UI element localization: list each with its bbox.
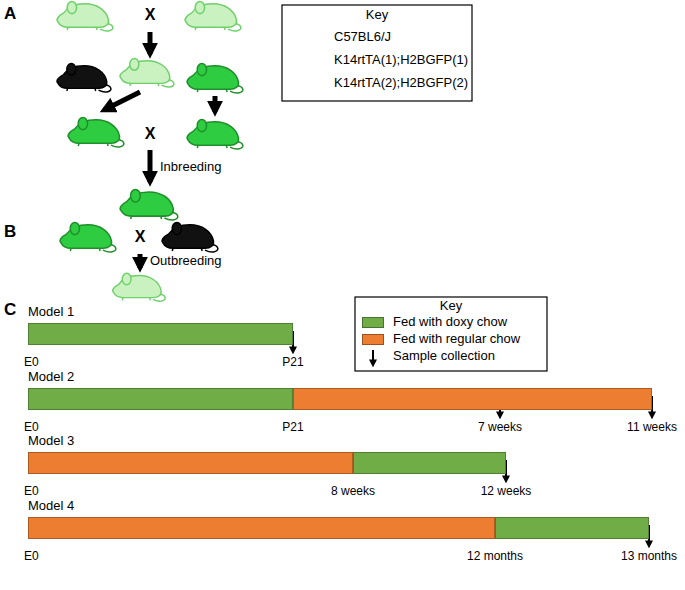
time-label: 12 months — [467, 550, 523, 564]
mouse-icon — [120, 189, 178, 220]
model-heading: Model 3 — [28, 434, 74, 449]
time-label: P21 — [282, 421, 303, 435]
breeding-label: Outbreeding — [150, 254, 222, 269]
model-heading: Model 4 — [28, 499, 74, 514]
time-label: 13 months — [621, 550, 677, 564]
key-title: Key — [366, 8, 388, 23]
bar-segment — [28, 452, 353, 474]
legend-swatch — [362, 334, 384, 345]
time-label: E0 — [24, 485, 39, 499]
time-label: E0 — [24, 550, 39, 564]
timeline-bar: Model 4 — [28, 517, 649, 539]
breeding-arrow — [148, 150, 153, 182]
key-title: Key — [440, 299, 462, 314]
time-label: 11 weeks — [627, 421, 677, 435]
time-label: 7 weeks — [478, 421, 522, 435]
timeline-bar: Model 2 — [28, 388, 652, 410]
mouse-icon — [120, 58, 174, 87]
key-box — [282, 5, 472, 101]
mouse-icon — [187, 63, 243, 93]
mouse-icon — [68, 117, 124, 147]
key-box — [355, 297, 547, 371]
legend-swatch — [362, 317, 384, 328]
bar-segment — [495, 517, 649, 539]
mouse-icon — [60, 222, 116, 252]
bar-segment — [353, 452, 506, 474]
time-label: 8 weeks — [331, 485, 375, 499]
model-heading: Model 1 — [28, 305, 74, 320]
mouse-icon — [162, 222, 218, 252]
bar-segment — [28, 323, 293, 345]
panel-letter: C — [4, 300, 16, 320]
time-label: E0 — [24, 421, 39, 435]
mouse-icon — [57, 1, 113, 31]
timeline-bar: Model 1 — [28, 323, 293, 345]
panel-letter: B — [4, 222, 16, 242]
time-label: E0 — [24, 356, 39, 370]
model-heading: Model 2 — [28, 370, 74, 385]
time-label: 12 weeks — [481, 485, 532, 499]
bar-segment — [28, 517, 495, 539]
breeding-arrow — [104, 92, 140, 110]
breeding-label: Inbreeding — [160, 160, 221, 175]
timeline-bar: Model 3 — [28, 452, 506, 474]
mouse-icon — [187, 119, 243, 149]
cross-symbol: X — [145, 6, 156, 24]
sample-arrows — [293, 331, 652, 546]
mouse-icon — [113, 273, 165, 301]
panel-letter: A — [4, 4, 16, 24]
breeding-arrow — [138, 254, 143, 268]
breeding-arrow — [148, 32, 153, 54]
legend-text: Fed with doxy chow — [393, 315, 507, 330]
bar-segment — [293, 388, 652, 410]
breeding-arrows — [104, 32, 215, 268]
key-arrow-sample — [372, 350, 374, 365]
legend-text: K14rtTA(2);H2BGFP(2) — [334, 76, 468, 91]
legend-text: K14rtTA(1);H2BGFP(1) — [334, 53, 468, 68]
legend-text: Fed with regular chow — [393, 332, 520, 347]
time-label: P21 — [282, 356, 303, 370]
mouse-icon — [57, 63, 111, 92]
breeding-arrow — [213, 96, 218, 112]
bar-segment — [28, 388, 293, 410]
cross-symbol: X — [145, 125, 156, 143]
legend-text: C57BL6/J — [334, 30, 391, 45]
mouse-icon — [185, 1, 241, 31]
legend-text: Sample collection — [393, 349, 495, 364]
cross-symbol: X — [135, 228, 146, 246]
